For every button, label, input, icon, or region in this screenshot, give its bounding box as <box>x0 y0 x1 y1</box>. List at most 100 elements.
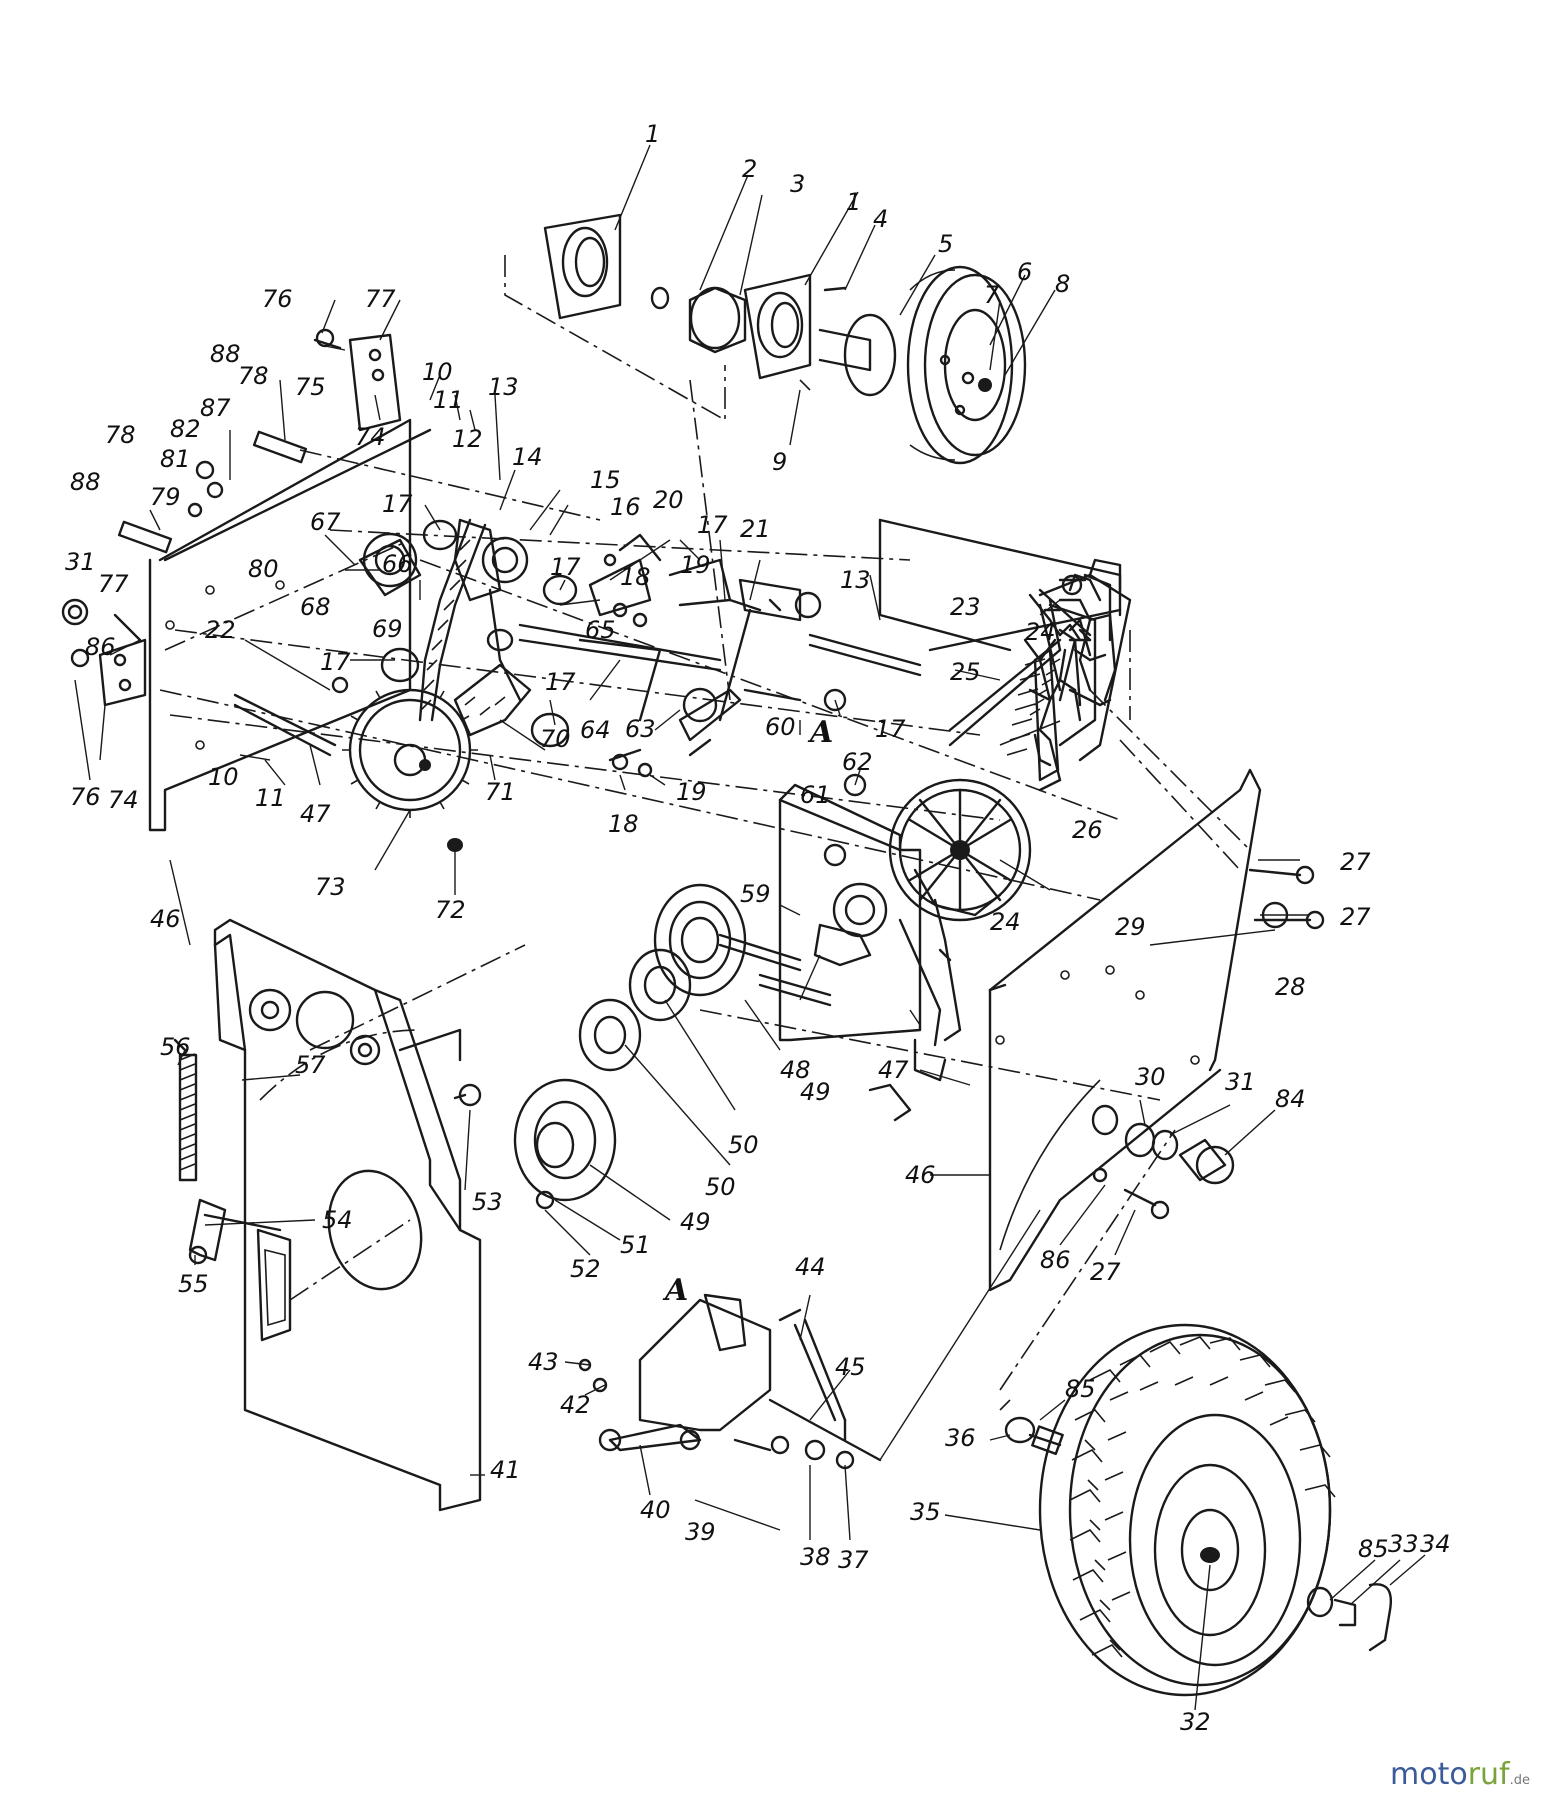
callout-2: 2 <box>742 155 757 183</box>
callout-71: 71 <box>485 778 516 806</box>
callout-85: 85 <box>1065 1375 1096 1403</box>
callout-14: 14 <box>512 443 543 471</box>
callout-48: 48 <box>780 1056 811 1084</box>
callout-78: 78 <box>238 362 269 390</box>
callout-61: 61 <box>800 781 831 809</box>
gearbox-plate <box>718 778 1032 1122</box>
callout-85: 85 <box>1358 1535 1389 1563</box>
callout-86: 86 <box>1040 1246 1071 1274</box>
callout-46: 46 <box>905 1161 936 1189</box>
callout-87: 87 <box>200 394 231 422</box>
callout-56: 56 <box>160 1033 191 1061</box>
callout-22: 22 <box>205 616 236 644</box>
callout-19: 19 <box>676 778 707 806</box>
callout-31: 31 <box>1225 1068 1256 1096</box>
callout-42: 42 <box>560 1391 591 1419</box>
callout-81: 81 <box>160 445 191 473</box>
callout-30: 30 <box>1135 1063 1166 1091</box>
callout-55: 55 <box>178 1270 209 1298</box>
callout-40: 40 <box>640 1496 671 1524</box>
callout-8: 8 <box>1055 270 1070 298</box>
callout-53: 53 <box>472 1188 503 1216</box>
callout-24: 24 <box>1025 618 1056 646</box>
watermark-part3: .de <box>1509 1773 1530 1788</box>
callout-33: 33 <box>1388 1530 1419 1558</box>
callout-78: 78 <box>105 421 136 449</box>
callout-54: 54 <box>322 1206 353 1234</box>
callout-79: 79 <box>150 483 181 511</box>
callout-19: 19 <box>680 551 711 579</box>
callout-43: 43 <box>528 1348 559 1376</box>
lower-bracket <box>578 1209 1041 1470</box>
callout-16: 16 <box>610 493 641 521</box>
left-side-plate <box>148 418 432 832</box>
callout-15: 15 <box>590 466 621 494</box>
callout-52: 52 <box>570 1255 601 1283</box>
callout-60: 60 <box>765 713 796 741</box>
bearing-stack <box>513 883 747 1210</box>
chain-drive <box>331 518 578 852</box>
callout-17: 17 <box>550 553 581 581</box>
callout-41: 41 <box>490 1456 521 1484</box>
callout-66: 66 <box>382 550 413 578</box>
callout-50: 50 <box>705 1173 736 1201</box>
callout-3: 3 <box>790 170 805 198</box>
callout-39: 39 <box>685 1518 716 1546</box>
callout-34: 34 <box>1420 1530 1451 1558</box>
callout-12: 12 <box>452 425 483 453</box>
callout-69: 69 <box>372 615 403 643</box>
callout-32: 32 <box>1180 1708 1211 1736</box>
callout-82: 82 <box>170 415 201 443</box>
callout-70: 70 <box>540 725 571 753</box>
callout-leaders <box>74 144 1426 1711</box>
watermark-part1: moto <box>1389 1757 1468 1792</box>
right-lower-hardware <box>1091 865 1325 1220</box>
callout-47: 47 <box>878 1056 909 1084</box>
callout-28: 28 <box>1275 973 1306 1001</box>
callout-84: 84 <box>1275 1085 1306 1113</box>
callout-38: 38 <box>800 1543 831 1571</box>
callout-10: 10 <box>422 358 453 386</box>
callout-13: 13 <box>840 566 871 594</box>
callout-13: 13 <box>488 373 519 401</box>
callout-46: 46 <box>150 905 181 933</box>
callout-26: 26 <box>1072 816 1103 844</box>
watermark-logo: motoruf.de <box>1390 1757 1530 1792</box>
callout-86: 86 <box>85 633 116 661</box>
callout-17: 17 <box>382 490 413 518</box>
callout-51: 51 <box>620 1231 651 1259</box>
callout-24: 24 <box>990 908 1021 936</box>
callout-76: 76 <box>70 783 101 811</box>
callout-20: 20 <box>653 486 684 514</box>
callout-36: 36 <box>945 1424 976 1452</box>
callout-25: 25 <box>950 658 981 686</box>
top-assembly-frame <box>504 255 731 701</box>
marker-A: A <box>807 715 833 750</box>
callout-35: 35 <box>910 1498 941 1526</box>
callout-17: 17 <box>697 511 728 539</box>
callout-49: 49 <box>800 1078 831 1106</box>
callout-76: 76 <box>262 285 293 313</box>
callout-5: 5 <box>938 230 953 258</box>
callout-7: 7 <box>984 281 1000 309</box>
callout-88: 88 <box>210 340 241 368</box>
callout-75: 75 <box>295 373 326 401</box>
callout-77: 77 <box>365 285 396 313</box>
callout-57: 57 <box>295 1051 326 1079</box>
callout-17: 17 <box>875 715 906 743</box>
callout-73: 73 <box>315 873 346 901</box>
callout-74: 74 <box>355 423 386 451</box>
callout-68: 68 <box>300 593 331 621</box>
callout-1: 1 <box>846 188 861 216</box>
callout-1: 1 <box>645 120 660 148</box>
marker-A: A <box>662 1273 688 1308</box>
callout-45: 45 <box>835 1353 866 1381</box>
callout-59: 59 <box>740 880 771 908</box>
callout-47: 47 <box>300 800 331 828</box>
callout-50: 50 <box>728 1131 759 1159</box>
right-side-plate <box>988 768 1262 1292</box>
callout-63: 63 <box>625 715 656 743</box>
callout-6: 6 <box>1017 258 1032 286</box>
callout-72: 72 <box>435 896 466 924</box>
